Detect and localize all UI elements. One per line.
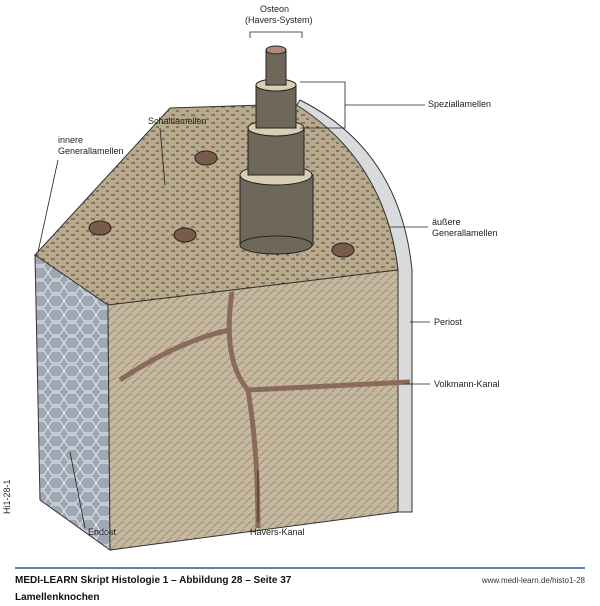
label-osteon: Osteon	[260, 4, 290, 14]
top-face	[34, 103, 399, 306]
label-volkmann-kanal: Volkmann-Kanal	[434, 379, 500, 389]
leader-lines	[37, 31, 430, 529]
footer-title: MEDI-LEARN Skript Histologie 1 – Abbildu…	[15, 575, 292, 586]
footer-url[interactable]: www.medi-learn.de/histo1-28	[481, 576, 585, 585]
lamellar-bone-illustration	[34, 31, 430, 551]
label-schaltlamellen: Schaltlamellen	[148, 116, 207, 126]
figure-code: Hi1-28-1	[2, 479, 12, 514]
label-innere-generallamellen: Generallamellen	[58, 146, 124, 156]
volkmann-canal	[118, 327, 411, 393]
label-havers-system: (Havers-System)	[245, 15, 313, 25]
havers-canal-holes	[88, 150, 355, 258]
footer-divider	[15, 567, 585, 569]
footer-subtitle: Lamellenknochen	[15, 592, 100, 603]
label-aeussere: äußere	[432, 217, 461, 227]
label-periost: Periost	[434, 317, 463, 327]
label-speziallamellen: Speziallamellen	[428, 99, 492, 109]
label-aeussere-generallamellen: Generallamellen	[432, 228, 498, 238]
label-havers-kanal: Havers-Kanal	[250, 527, 305, 537]
endost-face	[34, 254, 111, 551]
osteon-cylinder	[239, 45, 314, 255]
label-innere: innere	[58, 135, 84, 145]
label-endost: Endost	[88, 527, 117, 537]
